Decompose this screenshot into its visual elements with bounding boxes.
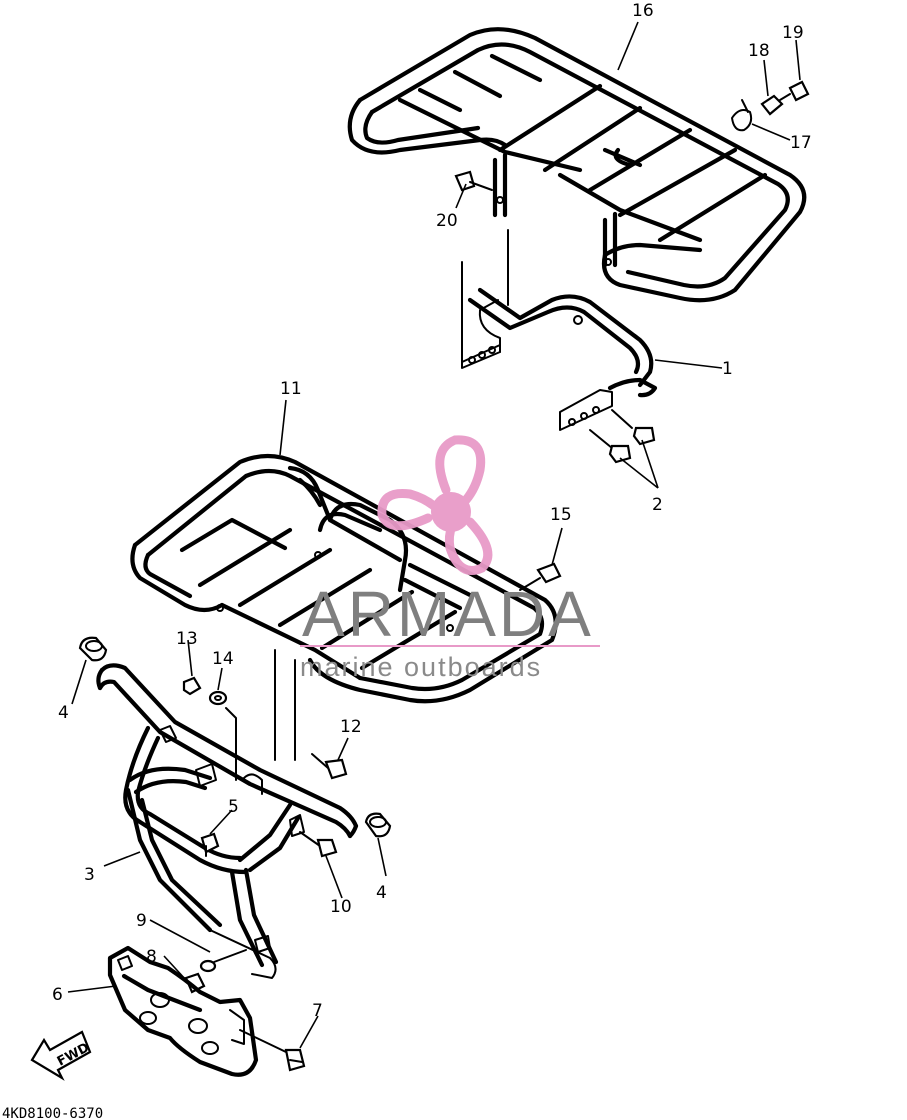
callout-20: 20 (436, 211, 458, 231)
callout-9: 9 (136, 911, 147, 931)
bolt-19 (779, 80, 810, 102)
callout-11: 11 (280, 379, 302, 399)
fwd-arrow-icon: FWD (30, 1030, 92, 1081)
skid-plate-6 (107, 945, 259, 1077)
bolt-2-lower (589, 429, 632, 464)
front-guard-3 (96, 663, 359, 979)
callout-3: 3 (84, 865, 95, 885)
bolt-15 (519, 562, 562, 591)
watermark-brand: ARMADA (302, 578, 594, 650)
callout-13: 13 (176, 629, 198, 649)
callout-14: 14 (212, 649, 234, 669)
grommet-4-right (364, 812, 392, 838)
watermark-tagline: marine outboards (300, 652, 542, 682)
collar-18 (760, 94, 784, 116)
callout-10: 10 (330, 897, 352, 917)
callout-18: 18 (748, 41, 770, 61)
callout-7: 7 (312, 1001, 323, 1021)
callouts: 1 2 3 4 4 5 6 7 8 9 10 11 12 13 14 15 16… (52, 1, 812, 1021)
callout-6: 6 (52, 985, 63, 1005)
callout-8: 8 (146, 947, 157, 967)
callout-15: 15 (550, 505, 572, 525)
leader-lines (67, 21, 801, 1049)
bolt-7 (239, 1029, 306, 1072)
callout-5: 5 (228, 797, 239, 817)
rear-frame-bracket-1 (461, 229, 658, 431)
washer-14 (208, 690, 228, 706)
callout-12: 12 (340, 717, 362, 737)
callout-17: 17 (790, 133, 812, 153)
nut-13 (182, 676, 202, 696)
watermark: ARMADA marine outboards (300, 435, 600, 682)
callout-4-right: 4 (376, 883, 387, 903)
drawing-code: 4KD8100-6370 (2, 1106, 103, 1120)
bolt-9 (199, 949, 247, 973)
clip-17 (731, 99, 753, 132)
bolt-20 (454, 170, 493, 192)
nut-8 (184, 972, 206, 994)
grommet-4-left (78, 636, 108, 662)
callout-2: 2 (652, 495, 663, 515)
bolt-2-upper (611, 409, 656, 446)
bolt-12 (311, 753, 348, 780)
propeller-icon (377, 435, 493, 575)
bolt-10 (299, 831, 338, 858)
callout-19: 19 (782, 23, 804, 43)
rear-carrier-16 (347, 27, 807, 303)
nut-5 (200, 832, 220, 857)
callout-16: 16 (632, 1, 654, 21)
callout-4-left: 4 (58, 703, 69, 723)
callout-1: 1 (722, 359, 733, 379)
